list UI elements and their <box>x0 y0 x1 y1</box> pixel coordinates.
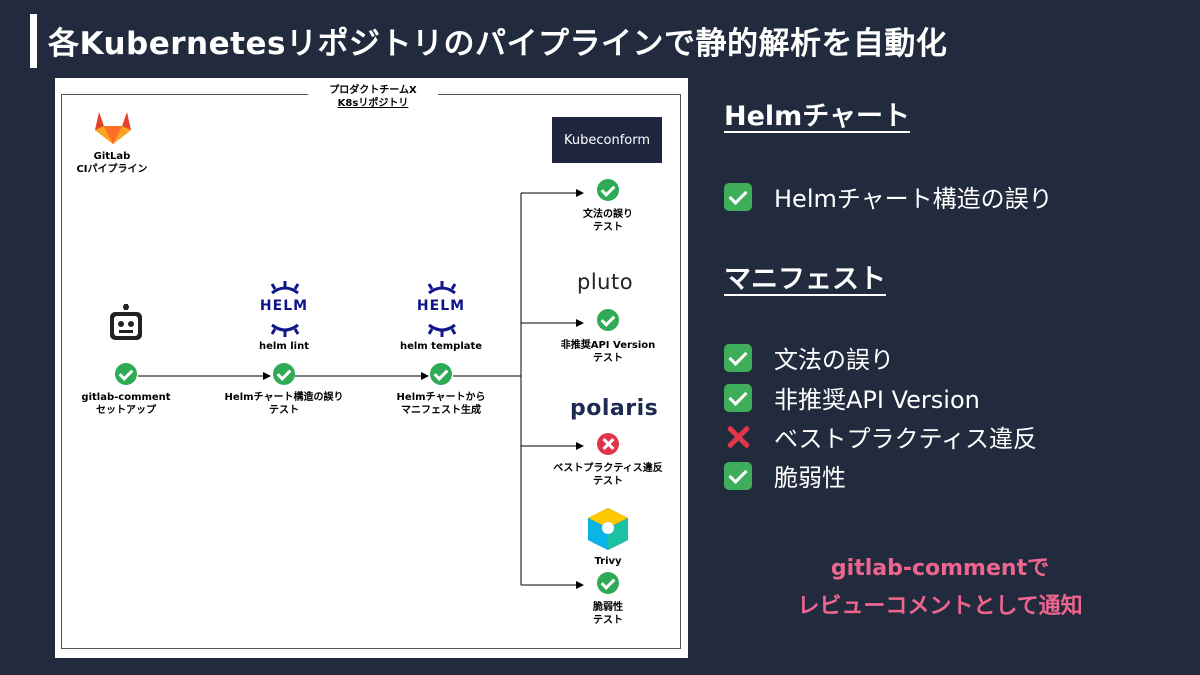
helm-template-icon <box>427 281 457 337</box>
helm-template-wordmark: HELM <box>416 298 466 314</box>
kubeconform-label-line2: テスト <box>593 222 623 233</box>
manifest-heading: マニフェスト <box>724 264 886 295</box>
helm-template-tool: helm template <box>399 341 483 352</box>
check-mark-icon <box>724 182 752 211</box>
trivy-name: Trivy <box>594 556 622 567</box>
check-mark-icon <box>724 343 752 372</box>
polaris-label-line2: テスト <box>592 476 623 487</box>
manifest-result-item: ベストプラクティス違反 <box>724 419 1037 454</box>
pluto-label-line1: 非推奨API Version <box>560 340 656 351</box>
polaris-wordmark: polaris <box>570 396 659 421</box>
trivy-label-line1: 脆弱性 <box>593 602 623 613</box>
helm-lint-icon <box>270 281 300 337</box>
check-mark-icon <box>724 383 752 412</box>
kubeconform-label-line1: 文法の誤り <box>583 209 633 220</box>
manifest-result-item: 非推奨API Version <box>724 380 980 415</box>
helm-lint-status-check <box>273 363 295 385</box>
helm-template-label: Helmチャートから マニフェスト生成 <box>397 391 486 417</box>
helm-lint-wordmark: HELM <box>259 298 309 314</box>
pluto-label-line2: テスト <box>592 353 623 364</box>
gitlab-label-line1: GitLab <box>93 151 131 162</box>
team-label: プロダクトチームX <box>329 85 417 96</box>
kubeconform-label: 文法の誤り テスト <box>583 208 633 234</box>
manifest-result-text: 脆弱性 <box>774 464 846 492</box>
cross-mark-icon <box>724 423 752 451</box>
polaris-label-line1: ベストプラクティス違反 <box>553 463 663 474</box>
helm-template-status-check <box>430 363 452 385</box>
manifest-result-item: 脆弱性 <box>724 458 846 493</box>
pluto-wordmark: pluto <box>577 270 634 294</box>
trivy-icon <box>588 508 628 550</box>
notify-line2: レビューコメントとして通知 <box>797 594 1083 619</box>
pluto-logo: pluto <box>577 270 633 294</box>
gitlab-label-line2: CIパイプライン <box>76 164 148 175</box>
trivy-label-line2: テスト <box>593 615 623 626</box>
page-title: 各Kubernetesリポジトリのパイプラインで静的解析を自動化 <box>48 26 948 62</box>
helm-lint-label-line1: Helmチャート構造の誤り <box>224 392 344 403</box>
setup-label-line2: セットアップ <box>95 405 156 416</box>
polaris-logo: polaris <box>570 396 658 421</box>
manifest-result-text: 非推奨API Version <box>774 386 980 414</box>
kubeconform-status-check <box>597 179 619 201</box>
manifest-result-item: 文法の誤り <box>724 340 894 375</box>
helm-result-item: Helmチャート構造の誤り <box>724 179 1053 214</box>
pluto-label: 非推奨API Version テスト <box>561 339 656 365</box>
notify-line1: gitlab-commentで <box>830 556 1050 581</box>
polaris-status-cross <box>597 433 619 455</box>
helm-lint-tool: helm lint <box>259 341 309 352</box>
trivy-label: 脆弱性 テスト <box>593 601 623 627</box>
repo-label: K8sリポジトリ <box>337 98 409 109</box>
helm-lint-label-line2: テスト <box>269 405 299 416</box>
repo-title: プロダクトチームX K8sリポジトリ <box>308 84 438 110</box>
helm-heading: Helmチャート <box>724 101 911 132</box>
setup-label-line1: gitlab-comment <box>81 392 171 403</box>
helm-template-label-line2: マニフェスト生成 <box>401 405 481 416</box>
kubeconform-logo: Kubeconform <box>552 117 662 163</box>
pipeline-diagram: プロダクトチームX K8sリポジトリ GitLab CIパイプライン <box>55 78 688 658</box>
gitlab-icon <box>95 112 131 144</box>
helm-result-text: Helmチャート構造の誤り <box>774 185 1053 213</box>
polaris-label: ベストプラクティス違反 テスト <box>553 462 663 488</box>
check-mark-icon <box>724 461 752 490</box>
manifest-result-text: ベストプラクティス違反 <box>774 425 1038 453</box>
gitlab-label: GitLab CIパイプライン <box>76 150 147 176</box>
helm-lint-label: Helmチャート構造の誤り テスト <box>225 391 344 417</box>
trivy-status-check <box>597 572 619 594</box>
pluto-status-check <box>597 309 619 331</box>
robot-icon <box>110 304 142 340</box>
setup-status-check <box>115 363 137 385</box>
helm-template-label-line1: Helmチャートから <box>396 392 486 403</box>
manifest-result-text: 文法の誤り <box>774 346 894 374</box>
setup-label: gitlab-comment セットアップ <box>81 391 170 417</box>
title-accent-bar <box>30 14 37 68</box>
flow-arrows <box>138 189 584 589</box>
